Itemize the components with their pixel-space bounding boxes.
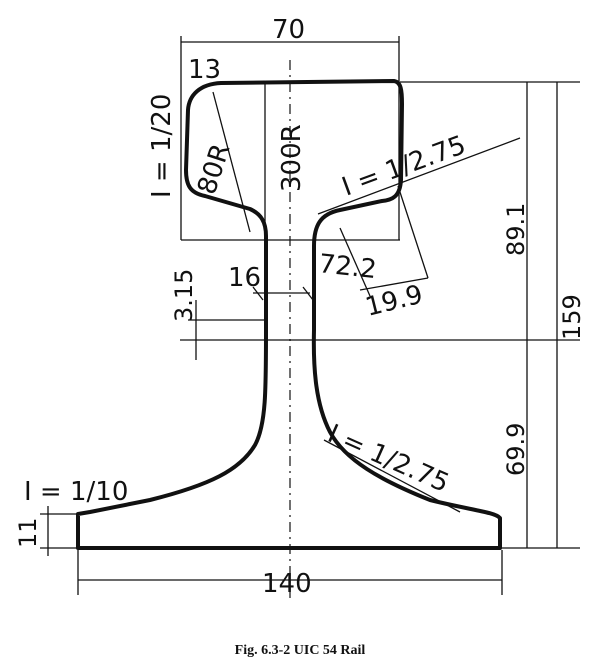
label-total-height: 159 bbox=[558, 294, 586, 340]
label-head-height: 89.1 bbox=[502, 203, 530, 256]
label-radius-80r: 80R bbox=[192, 140, 236, 198]
label-head-width: 70 bbox=[272, 15, 305, 45]
rail-profile bbox=[76, 79, 502, 550]
figure-caption: Fig. 6.3-2 UIC 54 Rail bbox=[235, 643, 366, 658]
label-fishing-offset: 19.9 bbox=[362, 280, 425, 323]
label-foot-height: 69.9 bbox=[502, 423, 530, 476]
dimension-lines bbox=[40, 36, 580, 595]
label-web-offset: 3.15 bbox=[170, 269, 198, 322]
label-web-thickness: 16 bbox=[228, 263, 261, 293]
label-slope-foot-top: I = 1/2.75 bbox=[323, 419, 453, 499]
label-radius-300r: 300R bbox=[277, 124, 307, 192]
label-head-corner: 13 bbox=[188, 55, 221, 85]
label-slope-foot-edge: I = 1/10 bbox=[24, 477, 128, 507]
label-fishing-width: 72.2 bbox=[317, 249, 378, 285]
label-foot-width: 140 bbox=[262, 569, 312, 599]
label-foot-edge: 11 bbox=[14, 517, 42, 548]
label-slope-underhead: I = 1/2.75 bbox=[338, 130, 470, 202]
label-slope-head: I = 1/20 bbox=[147, 94, 177, 198]
